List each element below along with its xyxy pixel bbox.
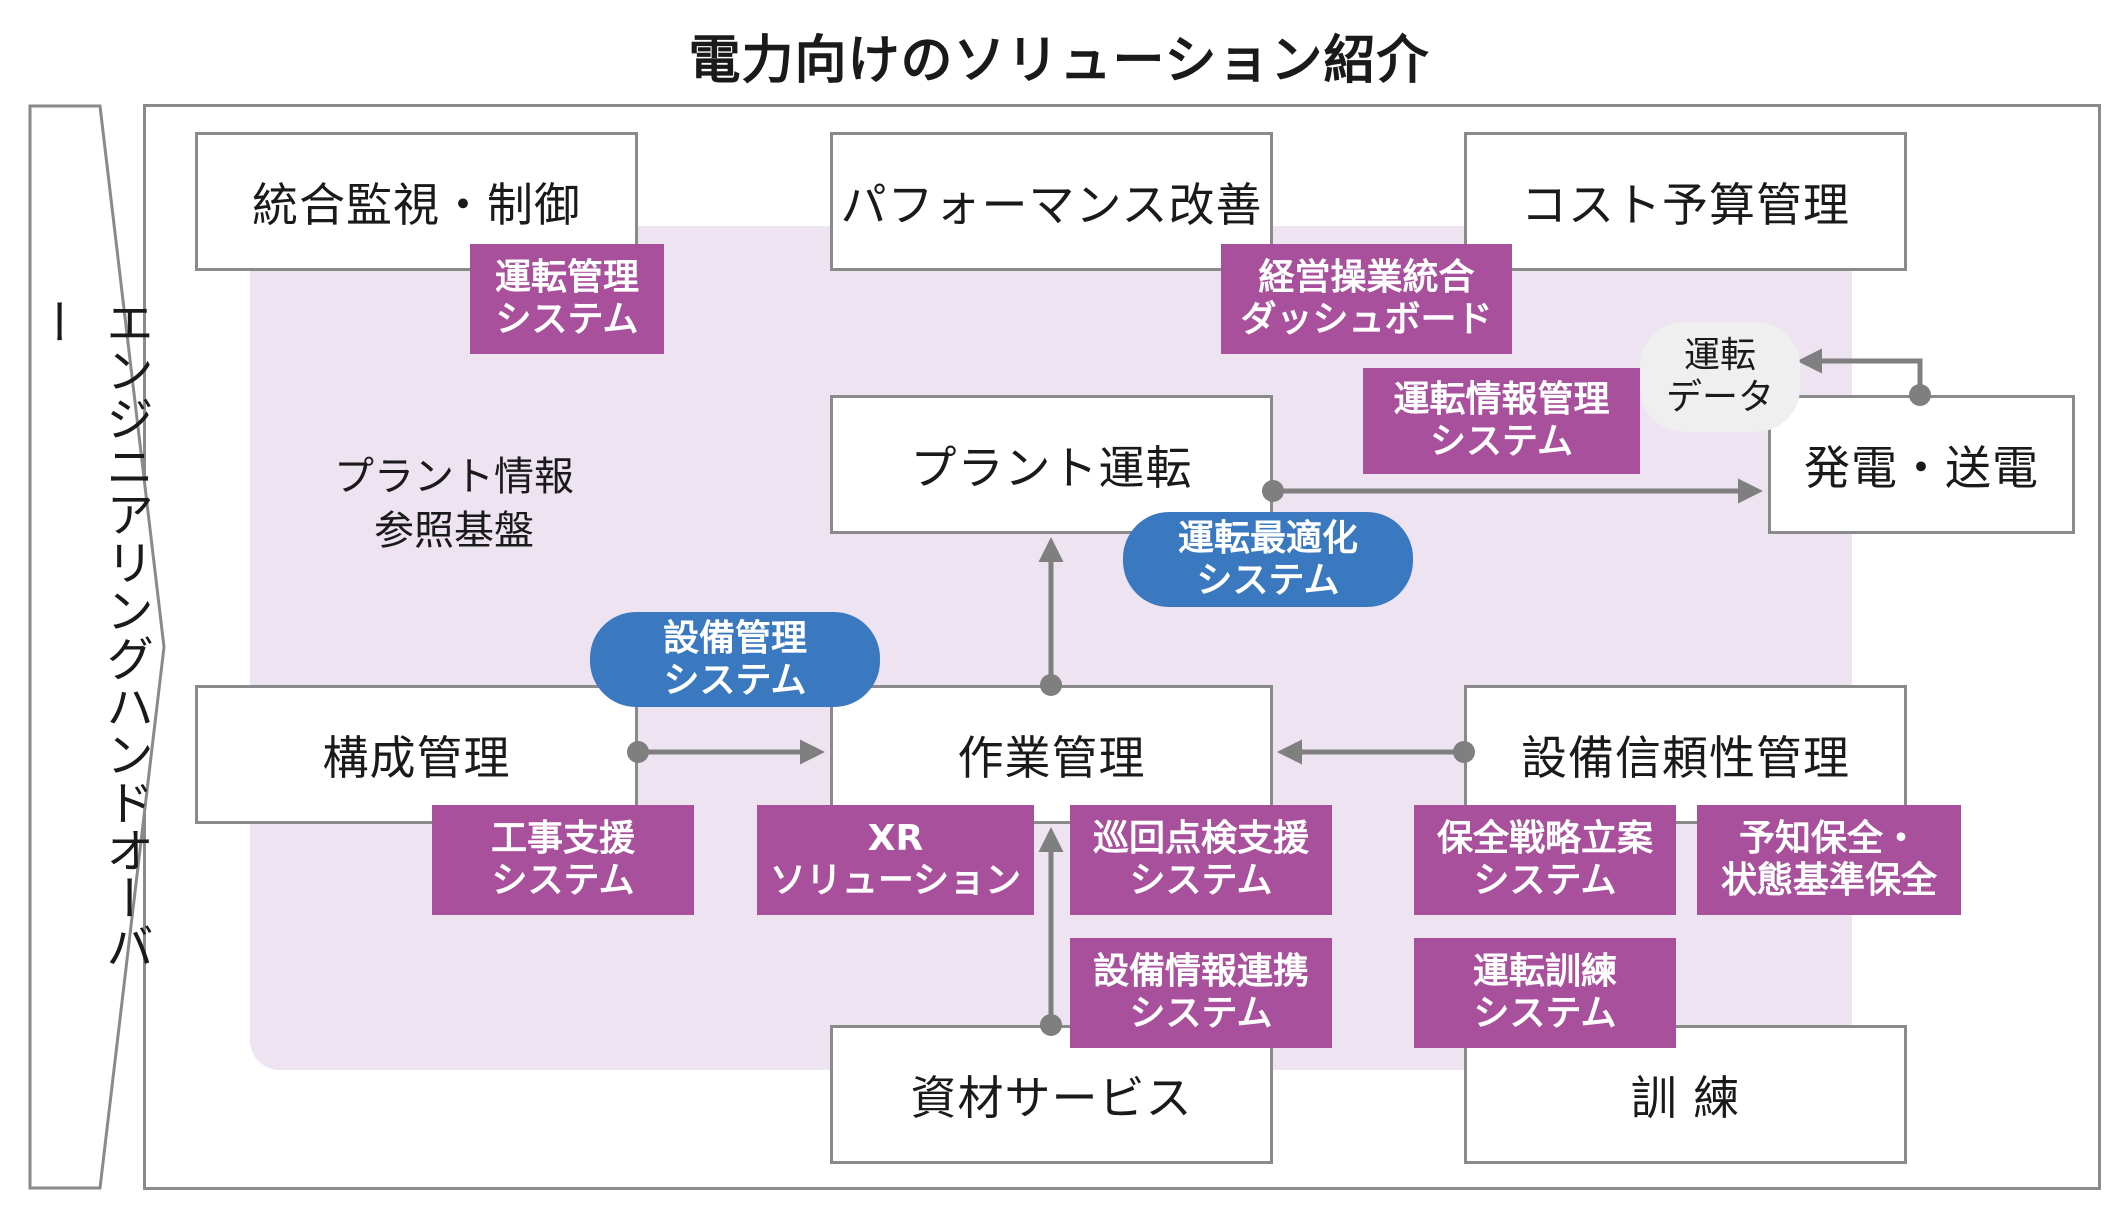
tag-line: ソリューション: [769, 860, 1022, 901]
tag-line: XR: [867, 818, 924, 859]
tag-line: 保全戦略立案: [1436, 818, 1653, 859]
platform-label-line: プラント情報: [334, 454, 574, 500]
tag-line: システム: [495, 299, 639, 340]
tag-line: システム: [1473, 993, 1617, 1034]
tag-line: 運転情報管理: [1393, 379, 1610, 420]
platform-label-line: 参照基盤: [374, 508, 534, 554]
box-generation-transmission: 発電・送電: [1768, 395, 2075, 534]
pill-operation-optimization: 運転最適化 システム: [1123, 512, 1413, 607]
box-equipment-reliability: 設備信頼性管理: [1464, 685, 1907, 824]
arrow-generation-to-callout: [1797, 348, 1923, 395]
tag-operation-info: 運転情報管理 システム: [1363, 368, 1640, 474]
tag-line: システム: [1129, 993, 1273, 1034]
tag-line: 運転訓練: [1472, 951, 1617, 992]
tag-line: ダッシュボード: [1240, 299, 1493, 340]
tag-xr-solution: XR ソリューション: [757, 805, 1034, 915]
connector-dot: [627, 741, 649, 763]
pill-line: システム: [1196, 559, 1340, 601]
pill-line: 運転最適化: [1177, 517, 1358, 559]
callout-operation-data: 運転 データ: [1640, 322, 1800, 432]
tag-line: システム: [1129, 860, 1273, 901]
callout-line: データ: [1665, 377, 1774, 418]
tag-line: システム: [1430, 421, 1573, 462]
tag-equipment-info-link: 設備情報連携 システム: [1070, 938, 1332, 1048]
tag-line: 設備情報連携: [1092, 951, 1309, 992]
box-cost-budget: コスト予算管理: [1464, 132, 1907, 271]
box-configuration: 構成管理: [195, 685, 638, 824]
tag-line: 運転管理: [494, 257, 639, 298]
connector-dot: [1909, 384, 1931, 406]
tag-line: 工事支援: [490, 818, 635, 859]
box-performance: パフォーマンス改善: [830, 132, 1273, 271]
box-training: 訓 練: [1464, 1025, 1907, 1164]
box-work-management: 作業管理: [830, 685, 1273, 824]
connector-dot: [1040, 674, 1062, 696]
callout-line: 運転: [1683, 335, 1756, 376]
pill-line: システム: [663, 659, 807, 701]
tag-patrol-inspection: 巡回点検支援 システム: [1070, 805, 1332, 915]
tag-line: 経営操業統合: [1258, 257, 1475, 298]
tag-line: 予知保全・: [1738, 818, 1919, 859]
connector-dot: [1040, 1014, 1062, 1036]
box-plant-operation: プラント運転: [830, 395, 1273, 534]
tag-predictive-maintenance: 予知保全・ 状態基準保全: [1697, 805, 1961, 915]
tag-construction-support: 工事支援 システム: [432, 805, 694, 915]
platform-label: プラント情報 参照基盤: [300, 450, 608, 558]
tag-line: 状態基準保全: [1720, 860, 1937, 901]
tag-operation-training: 運転訓練 システム: [1414, 938, 1676, 1048]
tag-operation-mgmt: 運転管理 システム: [470, 244, 664, 354]
handover-chevron: [28, 104, 166, 1190]
pill-equipment-mgmt: 設備管理 システム: [590, 612, 880, 707]
tag-line: システム: [491, 860, 635, 901]
tag-maintenance-strategy: 保全戦略立案 システム: [1414, 805, 1676, 915]
connector-dot: [1262, 480, 1284, 502]
tag-line: システム: [1473, 860, 1617, 901]
tag-business-dashboard: 経営操業統合 ダッシュボード: [1221, 244, 1512, 354]
connector-dot: [1453, 741, 1475, 763]
tag-line: 巡回点検支援: [1092, 818, 1309, 859]
pill-line: 設備管理: [662, 617, 807, 659]
box-materials-service: 資材サービス: [830, 1025, 1273, 1164]
diagram-title: 電力向けのソリューション紹介: [688, 31, 1430, 91]
